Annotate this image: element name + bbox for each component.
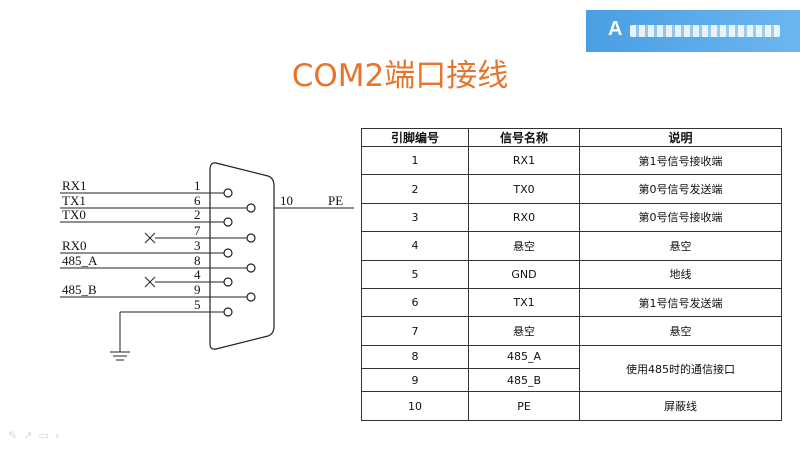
table-header-row: 引脚编号 信号名称 说明	[361, 128, 782, 147]
pin-definition-table: 引脚编号 信号名称 说明 1 RX1 第1号信号接收端 2 TX0 第0号信号发…	[361, 128, 782, 421]
wire-label-485b: 485_B	[62, 282, 97, 297]
cell-desc-merged: 使用485时的通信接口	[579, 344, 782, 393]
cell-signal: RX0	[468, 202, 580, 233]
wire-label-tx0: TX0	[62, 207, 86, 222]
cell-signal: TX0	[468, 174, 580, 204]
logo-blurred-text	[630, 25, 780, 37]
table-row: 8 485_A 使用485时的通信接口	[361, 344, 782, 393]
logo-badge: A	[586, 10, 800, 52]
shield-pin-number: 10	[280, 193, 293, 208]
pin-circle-1	[223, 188, 233, 198]
cell-pin: 3	[361, 202, 469, 233]
table-row: 5 GND 地线	[361, 259, 782, 289]
table-row: 10 PE 屏蔽线	[361, 391, 782, 421]
pen-icon[interactable]: ✎	[8, 429, 18, 442]
table-row: 1 RX1 第1号信号接收端	[361, 145, 782, 176]
logo-letter: A	[608, 18, 623, 40]
cell-desc: 第0号信号发送端	[579, 174, 782, 204]
cell-pin: 1	[361, 145, 469, 176]
pin-number-9: 9	[194, 282, 201, 297]
pin-circle-4	[223, 277, 233, 287]
db9-connector-body	[209, 162, 275, 350]
cell-signal: 485_A	[468, 344, 580, 370]
cell-signal: 悬空	[468, 316, 580, 346]
cell-desc: 第1号信号接收端	[579, 145, 782, 176]
cell-desc: 悬空	[579, 231, 782, 261]
header-description: 说明	[579, 128, 782, 147]
next-icon[interactable]: ›	[54, 429, 60, 442]
cell-pin: 4	[361, 231, 469, 261]
wire-label-rx1: RX1	[62, 178, 87, 193]
cell-pin: 5	[361, 259, 469, 289]
slide-title: COM2端口接线	[291, 58, 509, 94]
cell-desc: 第0号信号接收端	[579, 202, 782, 233]
table-row: 7 悬空 悬空	[361, 316, 782, 346]
cell-pin: 8	[361, 344, 469, 370]
cell-desc: 悬空	[579, 316, 782, 346]
cell-pin: 9	[361, 368, 469, 393]
cell-pin: 7	[361, 316, 469, 346]
arrow-icon[interactable]: ↗	[23, 429, 33, 442]
wire-label-rx0: RX0	[62, 238, 87, 253]
cell-signal: GND	[468, 259, 580, 289]
table-row: 9 485_B	[361, 368, 782, 393]
wire-label-tx1: TX1	[62, 193, 86, 208]
pin-circle-3	[223, 248, 233, 258]
shield-label-pe: PE	[328, 193, 343, 208]
pin-circle-6	[246, 203, 256, 213]
pin-number-6: 6	[194, 193, 201, 208]
pin-circle-2	[223, 217, 233, 227]
wire-label-485a: 485_A	[62, 253, 98, 268]
pin-circle-7	[246, 233, 256, 243]
pin-number-7: 7	[194, 223, 201, 238]
cell-pin: 6	[361, 287, 469, 318]
pin-number-8: 8	[194, 253, 201, 268]
menu-icon[interactable]: ▭	[38, 429, 49, 442]
cell-pin: 10	[361, 391, 469, 421]
pin-circle-8	[246, 263, 256, 273]
pin-circle-5	[223, 307, 233, 317]
header-signal-name: 信号名称	[468, 128, 580, 147]
slide-controls: ✎ ↗ ▭ ›	[8, 429, 59, 442]
cell-desc: 第1号信号发送端	[579, 287, 782, 318]
pin-number-1: 1	[194, 178, 201, 193]
table-row: 6 TX1 第1号信号发送端	[361, 287, 782, 318]
pin-number-2: 2	[194, 207, 201, 222]
no-connect-marks	[144, 232, 156, 288]
table-row: 3 RX0 第0号信号接收端	[361, 202, 782, 233]
table-row: 4 悬空 悬空	[361, 231, 782, 261]
pin-circle-9	[246, 292, 256, 302]
cell-desc: 地线	[579, 259, 782, 289]
cell-signal: TX1	[468, 287, 580, 318]
cell-signal: RX1	[468, 145, 580, 176]
ground-icon	[110, 351, 130, 361]
pin-number-3: 3	[194, 238, 201, 253]
cell-desc: 屏蔽线	[579, 391, 782, 421]
cell-signal: 悬空	[468, 231, 580, 261]
cell-signal: 485_B	[468, 368, 580, 393]
pin-number-4: 4	[194, 267, 201, 282]
cell-pin: 2	[361, 174, 469, 204]
signal-wires	[60, 192, 354, 352]
header-pin-number: 引脚编号	[361, 128, 469, 147]
pin-number-5: 5	[194, 297, 201, 312]
table-row: 2 TX0 第0号信号发送端	[361, 174, 782, 204]
db9-pin-circles	[223, 188, 256, 317]
cell-signal: PE	[468, 391, 580, 421]
